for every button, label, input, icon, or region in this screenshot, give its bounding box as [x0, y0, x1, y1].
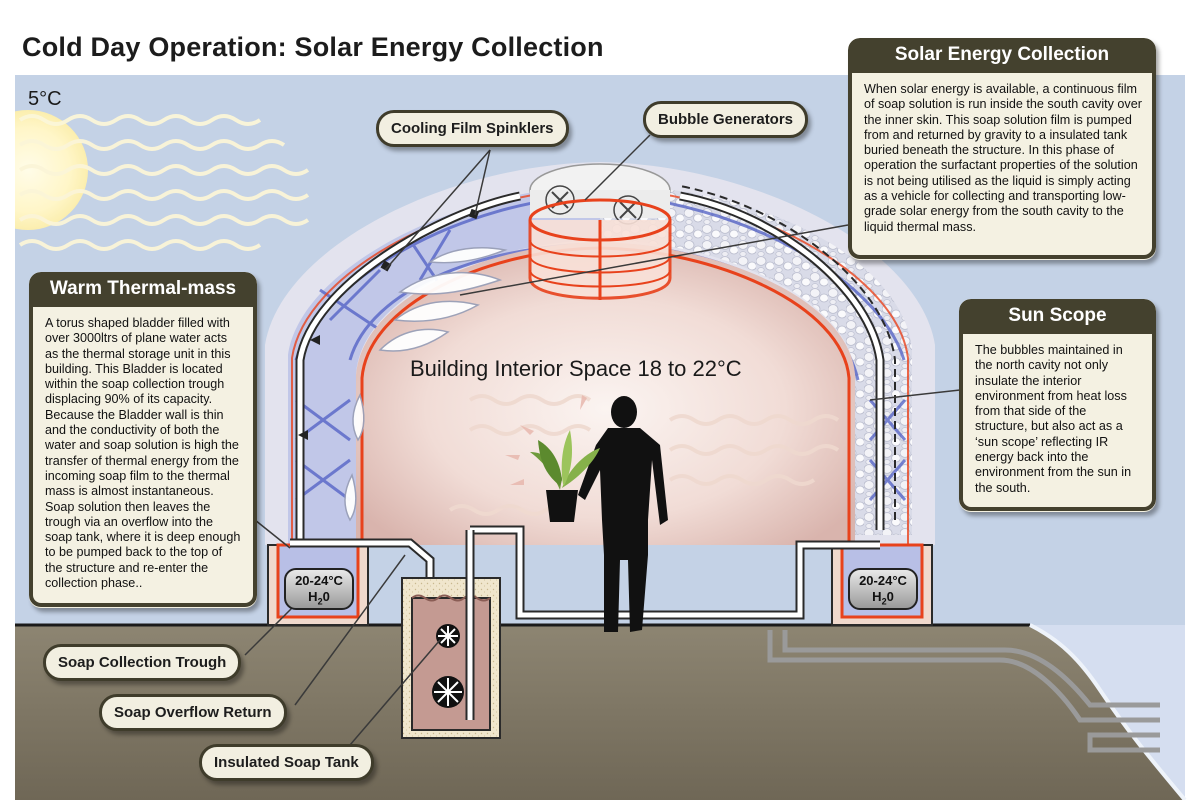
panel-body: When solar energy is available, a contin… — [848, 73, 1156, 259]
panel-body: A torus shaped bladder filled with over … — [29, 307, 257, 607]
badge-temperature: 20-24°C — [295, 573, 343, 588]
person-silhouette-icon — [578, 396, 668, 632]
panel-warm-thermal-mass: Warm Thermal-mass A torus shaped bladder… — [29, 272, 257, 608]
thermal-mass-badge-right: 20-24°C H20 — [848, 568, 918, 610]
interior-space — [356, 242, 855, 545]
panel-heading: Solar Energy Collection — [848, 38, 1156, 73]
panel-heading: Sun Scope — [959, 299, 1156, 334]
insulated-soap-tank — [401, 530, 501, 739]
interior-heat-waves — [448, 394, 840, 516]
badge-medium: H20 — [308, 589, 330, 607]
panel-sun-scope: Sun Scope The bubbles maintained in the … — [959, 299, 1156, 512]
badge-temperature: 20-24°C — [859, 573, 907, 588]
lake-water — [1030, 625, 1185, 800]
panel-body: The bubbles maintained in the north cavi… — [959, 334, 1156, 511]
callout-soap-collection-trough: Soap Collection Trough — [43, 644, 242, 681]
badge-medium: H20 — [872, 589, 894, 607]
ground-loop-pipes — [767, 630, 1160, 753]
pump-impeller-icon — [432, 624, 464, 708]
callout-soap-overflow-return: Soap Overflow Return — [99, 694, 287, 731]
outside-temperature: 5°C — [28, 88, 62, 110]
callout-cooling-film-sprinklers: Cooling Film Spinklers — [376, 110, 569, 147]
page-title: Cold Day Operation: Solar Energy Collect… — [22, 32, 604, 62]
soap-film-spray — [344, 247, 508, 522]
sprinkler-nozzle-icon — [298, 208, 480, 440]
bubble-generator-fan-icon — [528, 163, 672, 300]
potted-plant-icon — [530, 430, 600, 522]
panel-solar-energy-collection: Solar Energy Collection When solar energ… — [848, 38, 1156, 260]
panel-heading: Warm Thermal-mass — [29, 272, 257, 307]
solar-radiation-waves — [18, 114, 310, 251]
interior-space-label: Building Interior Space 18 to 22°C — [410, 356, 742, 381]
transpiration-arrows — [505, 395, 587, 485]
callout-bubble-generators: Bubble Generators — [643, 101, 809, 138]
callout-insulated-soap-tank: Insulated Soap Tank — [199, 744, 374, 781]
thermal-mass-badge-left: 20-24°C H20 — [284, 568, 354, 610]
